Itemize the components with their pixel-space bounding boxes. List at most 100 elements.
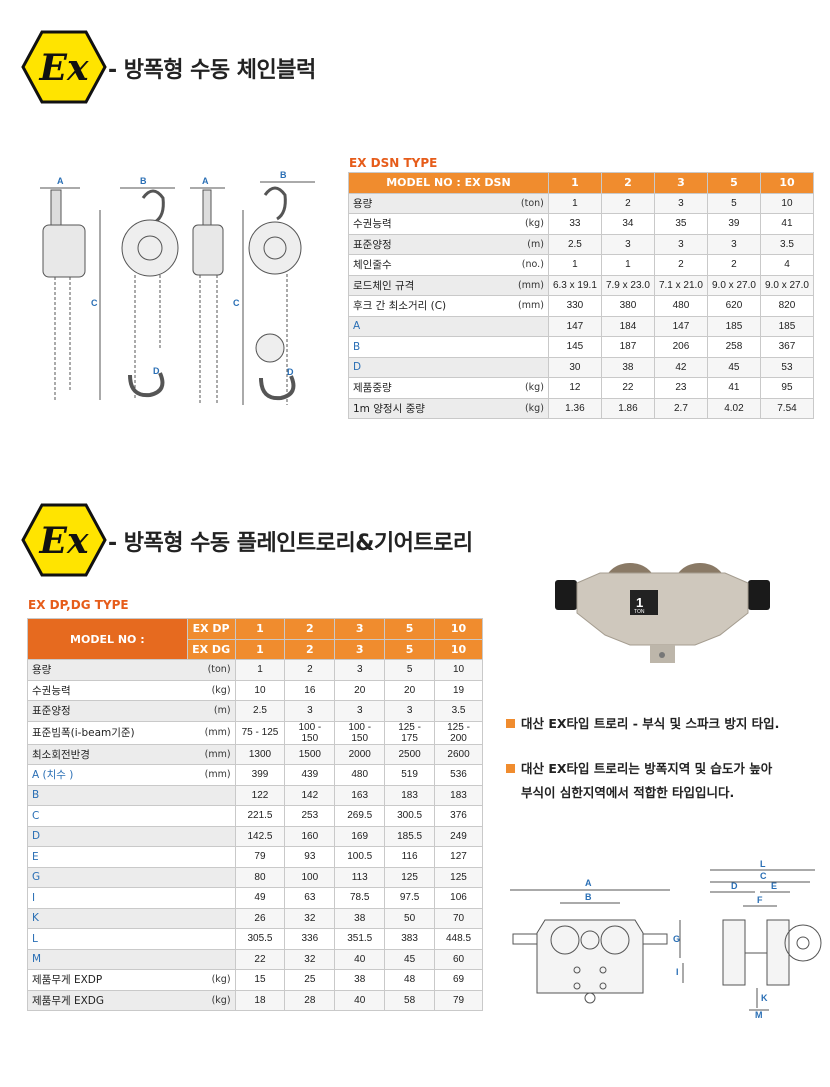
table-cell: 253 (284, 805, 336, 827)
table-cell: 15 (234, 969, 286, 991)
section-title-chain-block: - 방폭형 수동 체인블럭 (108, 58, 316, 83)
ex-logo-icon: Ex (21, 503, 107, 577)
type-label-dpdg: EX DP,DG TYPE (28, 598, 129, 612)
row-label: D (27, 825, 188, 847)
table-cell: 75 - 125 (234, 720, 286, 745)
row-unit (187, 887, 236, 909)
table-cell: 185.5 (384, 825, 436, 847)
table-cell: 3 (706, 233, 761, 255)
table-cell: 100.5 (334, 846, 386, 868)
svg-text:M: M (755, 1010, 763, 1018)
table-cell: 10 (759, 192, 815, 214)
row-unit: (mm) (450, 295, 549, 317)
type-label-dsn: EX DSN TYPE (349, 156, 438, 170)
table-cell: 383 (384, 928, 436, 950)
row-label: M (27, 948, 188, 970)
svg-text:D: D (153, 366, 160, 376)
spec-table-dpdg: MODEL NO : EX DP 1 2 3 5 10 EX DG 1 2 3 … (27, 618, 483, 1011)
row-unit: (ton) (187, 659, 236, 681)
table-cell: 7.54 (759, 397, 815, 419)
table-cell: 32 (284, 948, 336, 970)
table-header-col: 3 (334, 638, 386, 660)
row-label: 최소회전반경 (27, 743, 188, 765)
row-unit: (no.) (450, 254, 549, 276)
table-cell: 448.5 (434, 928, 483, 950)
table-cell: 49 (234, 887, 286, 909)
table-cell: 399 (234, 764, 286, 786)
table-cell: 258 (706, 336, 761, 358)
table-cell: 45 (384, 948, 436, 970)
row-label: I (27, 887, 188, 909)
table-cell: 113 (334, 866, 386, 888)
table-cell: 80 (234, 866, 286, 888)
table-cell: 22 (234, 948, 286, 970)
table-cell: 38 (334, 969, 386, 991)
table-cell: 23 (653, 377, 708, 399)
table-cell: 38 (334, 907, 386, 929)
table-header-model: MODEL NO : (27, 618, 188, 660)
table-cell: 439 (284, 764, 336, 786)
row-unit: (kg) (450, 397, 549, 419)
table-header-col: 5 (384, 618, 436, 640)
row-unit: (mm) (187, 743, 236, 765)
svg-text:I: I (676, 967, 679, 977)
svg-text:Ex: Ex (39, 47, 89, 89)
table-header-col: 2 (600, 172, 655, 194)
table-cell: 183 (384, 784, 436, 806)
table-cell: 48 (384, 969, 436, 991)
table-cell: 38 (600, 356, 655, 378)
table-header-col: 1 (234, 638, 286, 660)
table-cell: 39 (706, 213, 761, 235)
row-label: 용량 (27, 659, 188, 681)
svg-text:TON: TON (634, 609, 645, 615)
table-cell: 1.86 (600, 397, 655, 419)
table-header-col: 2 (284, 618, 336, 640)
table-cell: 20 (334, 679, 386, 701)
table-cell: 9.0 x 27.0 (759, 274, 815, 296)
table-cell: 100 - 150 (334, 720, 386, 745)
table-cell: 3 (334, 700, 386, 722)
bullet-square-icon (506, 764, 515, 773)
table-cell: 1300 (234, 743, 286, 765)
row-unit (187, 825, 236, 847)
table-cell: 5 (706, 192, 761, 214)
table-cell: 25 (284, 969, 336, 991)
table-cell: 2 (653, 254, 708, 276)
row-unit: (m) (450, 233, 549, 255)
row-label: L (27, 928, 188, 950)
row-label: 제품무게 EXDP (27, 969, 188, 991)
table-cell: 22 (600, 377, 655, 399)
row-unit (187, 784, 236, 806)
table-cell: 3 (653, 192, 708, 214)
row-label: 로드체인 규격 (348, 274, 451, 296)
table-cell: 3 (284, 700, 336, 722)
row-label: 제품무게 EXDG (27, 989, 188, 1011)
table-cell: 6.3 x 19.1 (547, 274, 602, 296)
table-cell: 50 (384, 907, 436, 929)
row-unit: (kg) (187, 679, 236, 701)
row-label: D (348, 356, 451, 378)
table-cell: 620 (706, 295, 761, 317)
row-unit: (kg) (187, 989, 236, 1011)
row-unit: (mm) (187, 764, 236, 786)
table-cell: 480 (653, 295, 708, 317)
row-unit: (ton) (450, 192, 549, 214)
row-unit (187, 928, 236, 950)
table-cell: 269.5 (334, 805, 386, 827)
row-label: C (27, 805, 188, 827)
table-cell: 125 (384, 866, 436, 888)
bullet-note-2: 대산 EX타입 트로리는 방폭지역 및 습도가 높아 부식이 심한지역에서 적합… (506, 757, 772, 805)
table-cell: 519 (384, 764, 436, 786)
table-cell: 63 (284, 887, 336, 909)
